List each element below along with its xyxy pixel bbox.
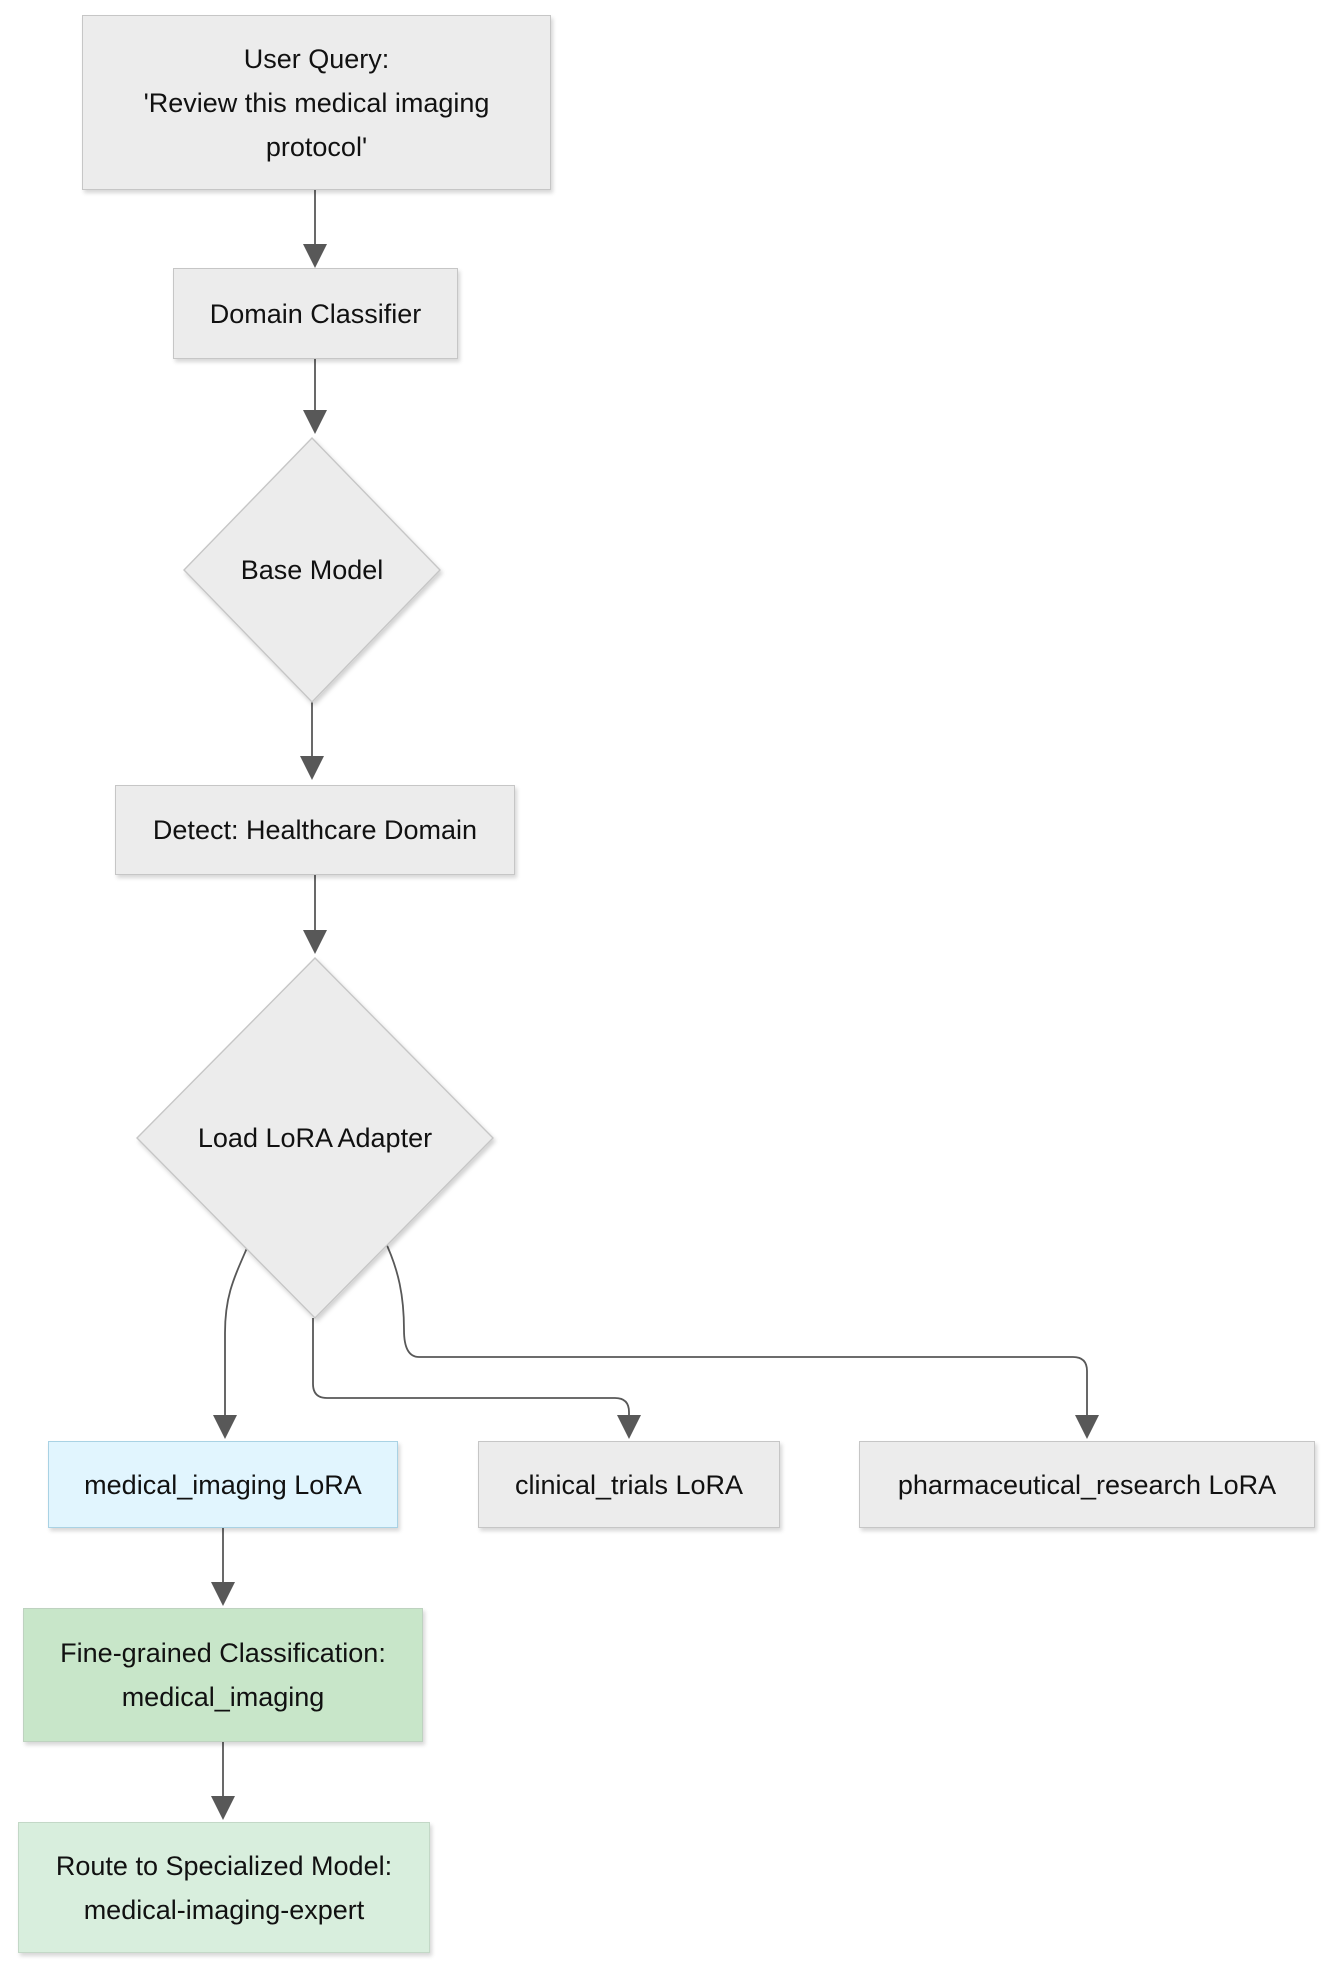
node-user-query-line2: 'Review this medical imaging [143, 87, 490, 118]
arrow-down-icon [303, 930, 327, 954]
node-pharmaceutical-research-lora: pharmaceutical_research LoRA [859, 1441, 1315, 1528]
node-route-line1: Route to Specialized Model: [55, 1850, 393, 1881]
node-load-lora-adapter-label: Load LoRA Adapter [197, 1123, 433, 1153]
node-medical-imaging-lora: medical_imaging LoRA [48, 1441, 398, 1528]
node-fine-grained-classification: Fine-grained Classification: medical_ima… [23, 1608, 423, 1742]
edge-base-model-to-detect [300, 702, 324, 780]
node-base-model-diamond [183, 436, 441, 704]
node-load-lora-adapter-diamond [136, 957, 494, 1319]
node-domain-classifier-label: Domain Classifier [209, 298, 422, 329]
node-base-model-label: Base Model [240, 555, 384, 585]
node-route-line2: medical-imaging-expert [83, 1894, 365, 1925]
edge-load-lora-to-pharmaceutical [383, 1238, 1099, 1439]
arrow-down-icon [300, 756, 324, 780]
arrow-down-icon [617, 1415, 641, 1439]
edge-domain-classifier-to-base-model [303, 359, 327, 434]
edge-load-lora-to-medical-imaging [213, 1247, 248, 1439]
node-medical-imaging-lora-label: medical_imaging LoRA [84, 1469, 362, 1500]
node-detect-healthcare-domain: Detect: Healthcare Domain [115, 785, 515, 875]
arrow-down-icon [213, 1415, 237, 1439]
edge-fine-grained-to-route [211, 1742, 235, 1820]
node-route-specialized-model: Route to Specialized Model: medical-imag… [18, 1822, 430, 1953]
arrow-down-icon [303, 244, 327, 268]
arrow-down-icon [211, 1582, 235, 1606]
arrow-down-icon [211, 1796, 235, 1820]
node-clinical-trials-lora: clinical_trials LoRA [478, 1441, 780, 1528]
node-user-query-line1: User Query: [243, 43, 390, 74]
edge-detect-to-load-lora [303, 875, 327, 954]
node-clinical-trials-lora-label: clinical_trials LoRA [514, 1469, 744, 1500]
node-user-query: User Query: 'Review this medical imaging… [82, 15, 551, 190]
node-domain-classifier: Domain Classifier [173, 268, 458, 359]
edge-medical-imaging-to-fine-grained [211, 1528, 235, 1606]
node-detect-label: Detect: Healthcare Domain [152, 815, 478, 845]
node-pharmaceutical-research-lora-label: pharmaceutical_research LoRA [897, 1469, 1277, 1500]
edge-load-lora-to-clinical-trials [312, 1318, 641, 1439]
node-user-query-line3: protocol' [265, 131, 368, 162]
arrow-down-icon [303, 410, 327, 434]
node-fine-grained-line2: medical_imaging [121, 1682, 325, 1712]
arrow-down-icon [1075, 1415, 1099, 1439]
node-fine-grained-line1: Fine-grained Classification: [60, 1638, 386, 1668]
edge-user-query-to-domain-classifier [303, 190, 327, 268]
